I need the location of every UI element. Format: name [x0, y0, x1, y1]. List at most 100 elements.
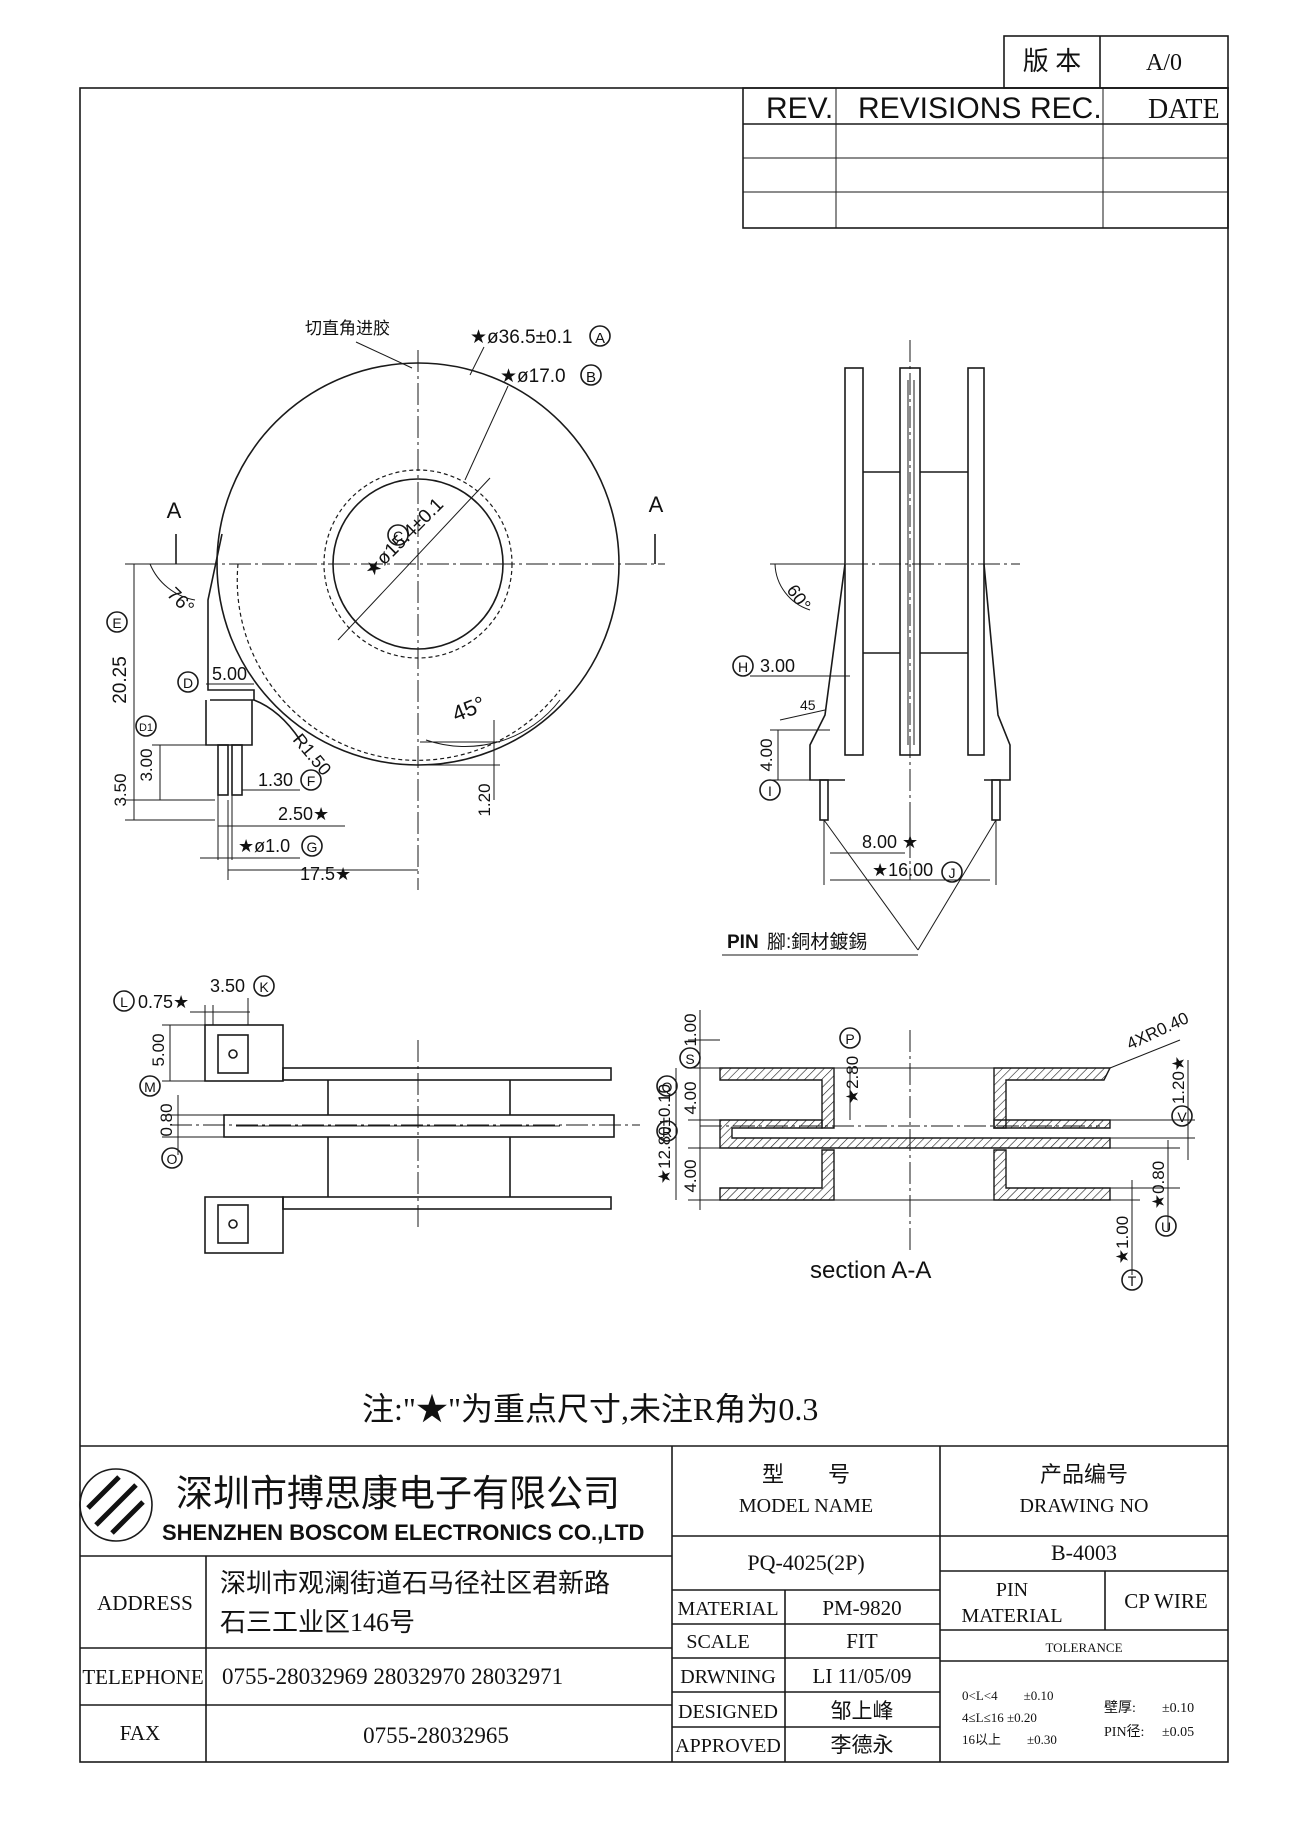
- company-logo: [79, 1468, 153, 1542]
- dim-k: 3.50: [210, 976, 245, 996]
- dim-v: 1.20★: [1169, 1056, 1188, 1104]
- pin-note: 腳:銅材鍍錫: [767, 931, 867, 953]
- version-label: 版 本: [1023, 47, 1082, 76]
- address-label: ADDRESS: [97, 1591, 193, 1615]
- drawing-by-label: DRWNING: [680, 1666, 776, 1688]
- model-label-cn: 型 号: [762, 1462, 850, 1487]
- dim-350: 3.50: [111, 773, 130, 806]
- approved-label: APPROVED: [675, 1735, 781, 1757]
- dim-f-tag: F: [307, 773, 316, 789]
- dim-g-tag: G: [307, 839, 318, 855]
- dim-r-tag: R: [662, 1124, 672, 1140]
- dim-r: 4.00: [681, 1159, 700, 1192]
- dim-d1-tag: D1: [139, 722, 153, 734]
- outer-flange-circle: [216, 362, 620, 766]
- dim-c: ★ø15.4±0.1: [361, 494, 448, 581]
- bore-circle: [332, 478, 504, 650]
- tolerance-1: 0<L<4 ±0.10: [962, 1688, 1054, 1703]
- dim-800: 8.00 ★: [862, 832, 918, 852]
- pin-material-label-1: PIN: [996, 1579, 1028, 1601]
- dim-h: 3.00: [760, 656, 795, 676]
- address-line2: 石三工业区146号: [220, 1608, 415, 1637]
- pin-dia-label: PIN径:: [1104, 1724, 1144, 1740]
- scale-label: SCALE: [686, 1631, 749, 1653]
- dim-t-tag: T: [1128, 1273, 1137, 1289]
- section-bottom-flange-right: [993, 1149, 1111, 1201]
- dim-45-angle: 45°: [449, 691, 489, 727]
- tolerance-3: 16以上 ±0.30: [962, 1732, 1057, 1747]
- bottom-view: 0.75★ L 3.50 K 5.00 M 0.80 O: [113, 975, 640, 1254]
- approved: 李德永: [831, 1733, 894, 1757]
- dim-o-tag: O: [167, 1151, 178, 1167]
- scale: FIT: [846, 1629, 878, 1653]
- dim-d1: 3.00: [137, 748, 156, 781]
- top-view: A A 切直角进胶 ★ø36.5±0.1 A ★ø17.0 B C ★ø15.4…: [106, 319, 665, 890]
- section-marker-left: A: [167, 498, 182, 523]
- designed-label: DESIGNED: [678, 1701, 778, 1723]
- rec-header: REC.: [1030, 92, 1102, 125]
- dim-b: ★ø17.0: [500, 366, 566, 387]
- dim-g: ★ø1.0: [238, 836, 290, 856]
- address-line1: 深圳市观澜街道石马径社区君新路: [220, 1569, 610, 1598]
- telephone-label: TELEPHONE: [82, 1665, 203, 1689]
- dim-q: 4.00: [681, 1081, 700, 1114]
- material: PM-9820: [822, 1596, 901, 1620]
- dim-j-tag: J: [949, 865, 956, 881]
- section-title: section A-A: [810, 1257, 931, 1284]
- dim-a-tag: A: [595, 330, 605, 347]
- dim-h-tag: H: [738, 659, 748, 675]
- date-header: DATE: [1148, 94, 1220, 125]
- section-marker-right: A: [649, 492, 664, 517]
- dim-120: 1.20: [475, 783, 494, 816]
- dim-l: 0.75★: [138, 992, 189, 1012]
- dim-45-pin: 45: [800, 697, 816, 713]
- drawing-no-label-cn: 产品编号: [1040, 1462, 1128, 1487]
- dim-o: 0.80: [157, 1103, 176, 1136]
- pin-note-prefix: PIN: [727, 932, 759, 953]
- dim-d: 5.00: [212, 664, 247, 684]
- dim-b-tag: B: [586, 369, 596, 386]
- key-dimension-note: 注:"★"为重点尺寸,未注R角为0.3: [362, 1391, 818, 1427]
- dim-p-tag: P: [845, 1031, 854, 1047]
- section-top-flange-right: [993, 1067, 1112, 1129]
- version-box: 版 本 A/0: [1003, 35, 1229, 89]
- fax-label: FAX: [120, 1721, 160, 1745]
- dim-k-tag: K: [259, 979, 269, 995]
- revisions-table: REV. REVISIONS REC. DATE: [742, 87, 1229, 229]
- pin-material-label-2: MATERIAL: [961, 1605, 1062, 1627]
- left-flange: [844, 367, 864, 756]
- revisions-header: REVISIONS: [858, 92, 1021, 125]
- right-flange: [967, 367, 985, 756]
- dim-e-tag: E: [112, 615, 121, 631]
- dim-j: ★16.00: [872, 860, 933, 880]
- dim-m: 5.00: [149, 1033, 168, 1066]
- section-middle-flange: [719, 1119, 1111, 1149]
- wall-tolerance: ±0.10: [1162, 1701, 1194, 1716]
- rev-header: REV.: [766, 92, 833, 125]
- model-name: PQ-4025(2P): [747, 1550, 864, 1575]
- telephone: 0755-28032969 28032970 28032971: [222, 1664, 563, 1689]
- dim-u-tag: U: [1161, 1219, 1171, 1235]
- dim-250: 2.50★: [278, 804, 329, 824]
- section-top-flange-left: [719, 1067, 835, 1129]
- dim-i: 4.00: [757, 738, 776, 771]
- dim-t: ★1.00: [1113, 1216, 1132, 1264]
- dim-q-tag: Q: [662, 1079, 673, 1095]
- drawing-frame: [79, 87, 1229, 1763]
- dim-l-tag: L: [120, 994, 128, 1010]
- dim-p: ★2.80: [843, 1056, 862, 1104]
- fax: 0755-28032965: [363, 1723, 509, 1748]
- dim-radius: 4XR0.40: [1124, 1008, 1192, 1053]
- company-name-cn: 深圳市搏思康电子有限公司: [176, 1473, 620, 1515]
- dim-d-tag: D: [183, 675, 193, 691]
- dim-s-tag: S: [685, 1051, 694, 1067]
- drawing-no-label-en: DRAWING NO: [1020, 1495, 1149, 1517]
- model-label-en: MODEL NAME: [739, 1495, 873, 1517]
- pin-material: CP WIRE: [1124, 1589, 1207, 1613]
- dim-total: ★12.80±0.10: [655, 1084, 674, 1184]
- dim-m-tag: M: [144, 1079, 156, 1095]
- dim-175: 17.5★: [300, 864, 351, 884]
- dim-a: ★ø36.5±0.1: [470, 327, 572, 348]
- drawing-no: B-4003: [1051, 1540, 1117, 1565]
